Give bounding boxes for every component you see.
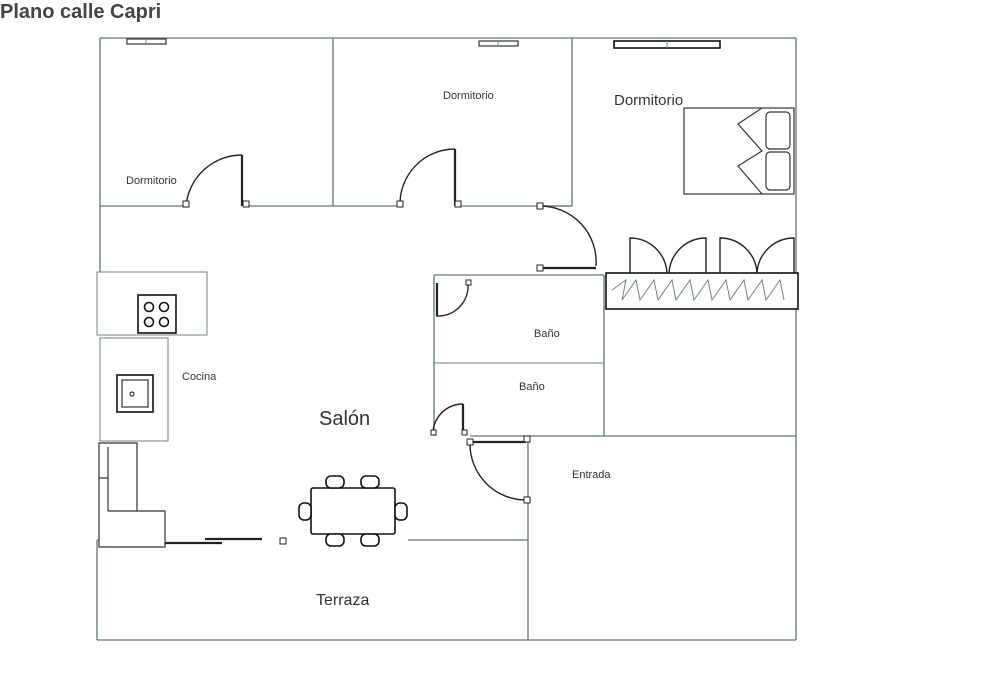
dining-table [298,475,408,547]
label-dormitorio-1: Dormitorio [126,175,177,187]
windows [126,38,721,49]
label-salon: Salón [319,408,370,430]
stove [137,294,177,334]
bed [683,107,795,195]
door-dormitorio-1[interactable] [182,154,250,208]
door-entrada[interactable] [466,435,531,504]
door-bano-1[interactable] [435,279,472,317]
page-title: Plano calle Capri [0,1,162,23]
kitchen-counter [96,271,208,442]
label-entrada: Entrada [572,469,611,481]
label-dormitorio-2: Dormitorio [443,90,494,102]
door-dormitorio-2[interactable] [396,148,462,208]
label-terraza: Terraza [316,592,369,609]
exterior-walls [96,37,797,641]
bedroom-walls [100,38,573,207]
label-bano-2: Baño [519,381,545,393]
sliding-door [165,537,287,545]
label-bano-1: Baño [534,328,560,340]
sink [116,374,154,413]
door-dormitorio-3[interactable] [536,202,597,272]
label-cocina: Cocina [182,371,217,383]
wardrobe [605,237,799,310]
door-bano-2[interactable] [430,403,468,436]
sofa [98,442,166,548]
label-dormitorio-3: Dormitorio [614,92,683,109]
